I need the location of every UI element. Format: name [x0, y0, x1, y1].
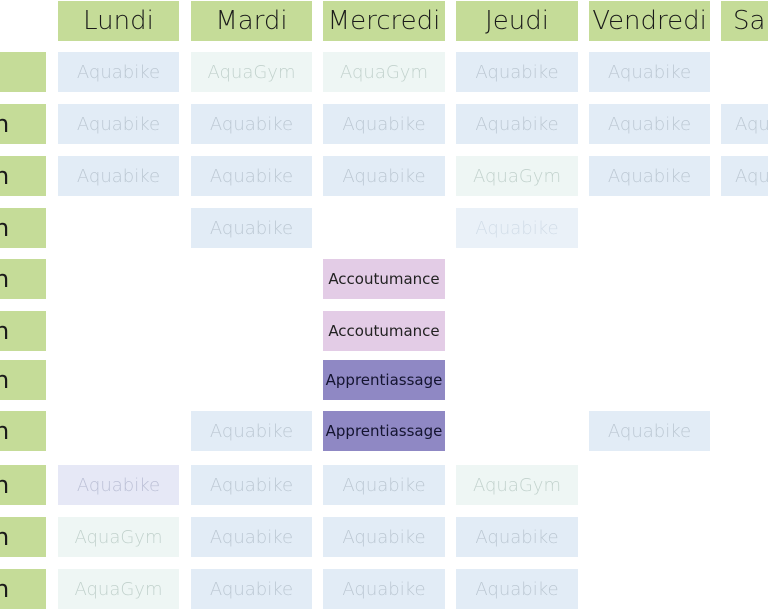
session-cell-apprentiassage[interactable]: Apprentiassage — [323, 360, 445, 400]
time-row-label: h — [0, 259, 46, 299]
session-cell-aquabike[interactable]: Aquabike — [191, 411, 312, 451]
time-row-label: h — [0, 411, 46, 451]
session-cell-aquagym[interactable]: AquaGym — [191, 52, 312, 92]
time-row-label-text: h — [0, 523, 10, 551]
session-cell-aquabike[interactable]: Aquabike — [323, 465, 445, 505]
day-header-1: Mardi — [191, 1, 312, 41]
time-row-label — [0, 52, 46, 92]
day-header-5: Sam — [721, 1, 768, 41]
time-row-label: h — [0, 208, 46, 248]
session-cell-aquabike[interactable]: Aquabike — [58, 156, 179, 196]
time-row-label-text: h — [0, 110, 10, 138]
session-cell-aquabike[interactable]: Aquabike — [456, 517, 578, 557]
time-row-label-text: h — [0, 471, 10, 499]
day-header-0: Lundi — [58, 1, 179, 41]
session-cell-aquabike[interactable]: Aquabike — [323, 104, 445, 144]
session-cell-aquabike[interactable]: Aquabike — [191, 517, 312, 557]
day-header-3: Jeudi — [456, 1, 578, 41]
time-row-label-text: h — [0, 317, 10, 345]
time-row-label-text: h — [0, 366, 10, 394]
session-cell-aquabike[interactable]: Aquabike — [323, 156, 445, 196]
time-row-label-text: h — [0, 417, 10, 445]
session-cell-accoutumance[interactable]: Accoutumance — [323, 311, 445, 351]
session-cell-aquabike[interactable]: Aquabike — [589, 411, 710, 451]
time-row-label: h — [0, 465, 46, 505]
time-row-label-text: h — [0, 575, 10, 603]
session-cell-aquabike[interactable]: Aquabike — [58, 104, 179, 144]
time-row-label-text: h — [0, 162, 10, 190]
session-cell-aquabike[interactable]: Aquabike — [191, 208, 312, 248]
session-cell-aquabike[interactable]: Aquabike — [456, 52, 578, 92]
session-cell-aquabike[interactable]: Aquabike — [58, 465, 179, 505]
time-row-label: h — [0, 569, 46, 609]
session-cell-aqu[interactable]: Aqu — [721, 104, 768, 144]
time-row-label: h — [0, 104, 46, 144]
session-cell-aquabike[interactable]: Aquabike — [589, 104, 710, 144]
session-cell-aquabike[interactable]: Aquabike — [191, 569, 312, 609]
time-row-label-text: h — [0, 265, 10, 293]
session-cell-aquabike[interactable]: Aquabike — [191, 104, 312, 144]
session-cell-aquabike[interactable]: Aquabike — [323, 569, 445, 609]
session-cell-apprentiassage[interactable]: Apprentiassage — [323, 411, 445, 451]
session-cell-aquabike[interactable]: Aquabike — [58, 52, 179, 92]
session-cell-aquagym[interactable]: AquaGym — [456, 156, 578, 196]
session-cell-aquagym[interactable]: AquaGym — [58, 517, 179, 557]
session-cell-aqu[interactable]: Aqu — [721, 156, 768, 196]
session-cell-aquabike[interactable]: Aquabike — [191, 465, 312, 505]
time-row-label: h — [0, 156, 46, 196]
time-row-label-text: h — [0, 214, 10, 242]
session-cell-aquabike[interactable]: Aquabike — [456, 569, 578, 609]
time-row-label: h — [0, 311, 46, 351]
session-cell-aquabike[interactable]: Aquabike — [456, 208, 578, 248]
session-cell-aquabike[interactable]: Aquabike — [589, 156, 710, 196]
time-row-label: h — [0, 360, 46, 400]
day-header-4: Vendredi — [589, 1, 710, 41]
session-cell-aquagym[interactable]: AquaGym — [58, 569, 179, 609]
session-cell-aquagym[interactable]: AquaGym — [323, 52, 445, 92]
session-cell-aquabike[interactable]: Aquabike — [589, 52, 710, 92]
session-cell-aquagym[interactable]: AquaGym — [456, 465, 578, 505]
day-header-2: Mercredi — [323, 1, 445, 41]
time-row-label: h — [0, 517, 46, 557]
session-cell-aquabike[interactable]: Aquabike — [456, 104, 578, 144]
session-cell-aquabike[interactable]: Aquabike — [191, 156, 312, 196]
session-cell-aquabike[interactable]: Aquabike — [323, 517, 445, 557]
session-cell-accoutumance[interactable]: Accoutumance — [323, 259, 445, 299]
